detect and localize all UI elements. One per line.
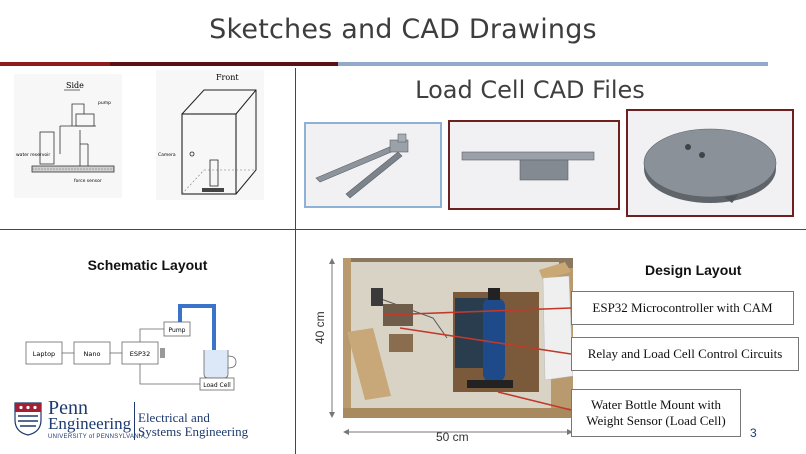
title-underline-blue [338, 62, 768, 66]
front-sketch-annotation-camera: Camera [158, 152, 176, 158]
side-sketch-annotation-reservoir: water reservoir [16, 152, 50, 158]
callout-bottle-mount: Water Bottle Mount with Weight Sensor (L… [571, 389, 741, 437]
title-underline-dark [110, 62, 338, 66]
schematic-label-laptop: Laptop [33, 350, 55, 358]
schematic-cup-icon [203, 350, 229, 379]
penn-engineering-logo: Penn Engineering UNIVERSITY of PENNSYLVA… [14, 398, 254, 444]
prototype-photo [343, 258, 573, 418]
cad-section-title: Load Cell CAD Files [415, 76, 645, 104]
logo-dept-line1: Electrical and [138, 410, 210, 425]
quadrant-divider-vertical [295, 68, 296, 454]
schematic-label-esp32: ESP32 [130, 350, 150, 358]
side-sketch: Side pump water reservoir force sensor [14, 74, 122, 198]
side-sketch-label: Side [66, 81, 84, 90]
logo-dept-line2: Systems Engineering [138, 424, 249, 439]
width-label: 50 cm [436, 430, 469, 444]
callout-esp32: ESP32 Microcontroller with CAM [571, 291, 794, 325]
schematic-label-load-cell: Load Cell [203, 382, 231, 389]
cad-render-load-cell-bracket [448, 120, 620, 210]
schematic-label-nano: Nano [84, 350, 101, 358]
cad-render-load-cell-plate [626, 109, 794, 217]
penn-shield-icon [14, 402, 42, 436]
width-dimension-arrow [343, 429, 573, 435]
side-sketch-annotation-pump: pump [98, 101, 111, 106]
slide-title: Sketches and CAD Drawings [209, 14, 597, 45]
front-sketch: Front Camera [156, 70, 264, 200]
logo-divider [134, 402, 135, 440]
quadrant-divider-horizontal [0, 229, 806, 230]
logo-university: UNIVERSITY of PENNSYLVANIA [48, 434, 146, 440]
logo-engineering: Engineering [48, 414, 132, 433]
height-label: 40 cm [313, 311, 327, 344]
logo-penn: Penn [48, 397, 88, 419]
side-sketch-annotation-force: force sensor [74, 178, 102, 184]
schematic-label-pump: Pump [169, 327, 186, 334]
height-dimension-arrow [329, 258, 335, 418]
side-sketch-drawing: Side pump water reservoir force sensor [16, 81, 115, 184]
callout-relay-circuits: Relay and Load Cell Control Circuits [571, 337, 799, 371]
front-sketch-drawing: Front Camera [158, 73, 257, 195]
design-layout-title: Design Layout [645, 262, 742, 278]
schematic-diagram: Laptop Nano ESP32 Pump Load Cell [20, 290, 282, 394]
page-number: 3 [750, 426, 757, 440]
schematic-camera-icon [160, 348, 165, 358]
schematic-title: Schematic Layout [87, 257, 208, 273]
front-sketch-label: Front [216, 73, 239, 82]
cad-render-load-cell-arms [304, 122, 442, 208]
